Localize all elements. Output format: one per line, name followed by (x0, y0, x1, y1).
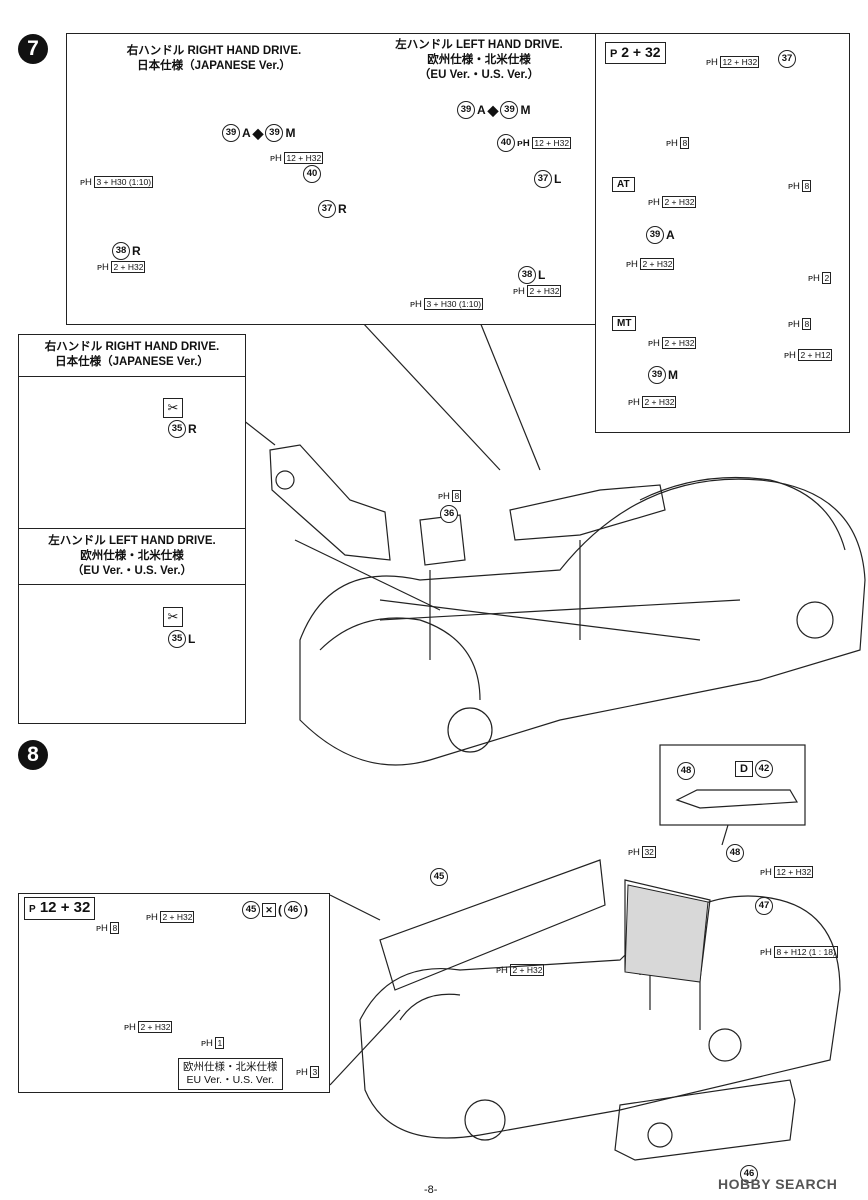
lhd-header-version-2: （EU Ver.・U.S. Ver.） (418, 69, 540, 81)
divider (18, 376, 246, 377)
paint-door-ph2-h32-b: ᴘH 2 + H32 (124, 1021, 173, 1033)
part-48-top: 48 (677, 762, 695, 780)
divider (18, 584, 246, 585)
paint-ph12-h32: ᴘH 12 + H32 (270, 152, 324, 164)
divider (18, 528, 246, 529)
watermark: HOBBY SEARCH (718, 1176, 838, 1192)
part-46-label: 46 (740, 1165, 758, 1183)
paint-mt-ph2-h12: ᴘH 2 + H12 (784, 349, 833, 361)
paint-at-ph8: ᴘH 8 (788, 180, 812, 192)
paint-seat-ph32: ᴘH 32 (628, 846, 656, 858)
paint-shifter-ph8: ᴘH 8 (666, 137, 690, 149)
paint-chassis8-ph2-h32: ᴘH 2 + H32 (496, 964, 545, 976)
part-45-46-label: 45✕(46) (242, 901, 308, 919)
page-number: -8- (424, 1184, 438, 1196)
part-47-label: 47 (755, 897, 773, 915)
paint-at-ph2-h32-b: ᴘH 2 + H32 (626, 258, 675, 270)
door-paint-box: P 12 + 32 (24, 897, 96, 920)
lhd-header: 左ハンドル LEFT HAND DRIVE. 欧州仕様・北米仕様 （EU Ver… (362, 38, 596, 83)
crossmember-panel (18, 334, 246, 724)
rhd-header: 右ハンドル RIGHT HAND DRIVE. 日本仕様（JAPANESE Ve… (66, 44, 362, 74)
step-number-7: 7 (18, 34, 48, 64)
part-48-label: 48 (726, 844, 744, 862)
paint-ph2-h32: ᴘH 2 + H32 (97, 261, 146, 273)
eu-note-paint: ᴘH 3 (296, 1066, 320, 1078)
shifter-paint-box: P 2 + 32 (605, 42, 666, 64)
paint-door-ph1: ᴘH 1 (201, 1037, 225, 1049)
shifter-panel (595, 33, 850, 433)
paint-seat-ph12-h32: ᴘH 12 + H32 (760, 866, 814, 878)
paint-ph3-h30-lhd: ᴘH 3 + H30 (1:10) (410, 298, 484, 310)
paint-chassis-ph8: ᴘH 8 (438, 490, 462, 502)
paint-icon: P (29, 904, 36, 915)
rhd-side-header: 右ハンドル RIGHT HAND DRIVE. 日本仕様（JAPANESE Ve… (44, 341, 220, 368)
cement-icon: ✕ (262, 903, 276, 917)
paint-at-ph2-h32: ᴘH 2 + H32 (648, 196, 697, 208)
eu-note: 欧州仕様・北米仕様 EU Ver.・U.S. Ver. (178, 1058, 283, 1090)
part-36-label: 36 (440, 505, 458, 523)
swap-icon: ◆ (487, 101, 499, 118)
mt-label: MT (612, 316, 637, 331)
lhd-header-title: 左ハンドル LEFT HAND DRIVE. (395, 39, 563, 51)
rhd-header-title: 右ハンドル RIGHT HAND DRIVE. (126, 45, 302, 57)
paint-door-ph8: ᴘH 8 (96, 922, 120, 934)
part-40-label: 40 (303, 165, 321, 183)
step7-detail-panel (66, 33, 596, 325)
paint-ph2-h32-lhd: ᴘH 2 + H32 (513, 285, 562, 297)
paint-icon: P (610, 48, 618, 60)
step-number-8: 8 (18, 740, 48, 770)
paint-ph12-h32-lhd: ᴘH 12 + H32 (517, 136, 572, 149)
paint-mt-ph2-h32: ᴘH 2 + H32 (648, 337, 697, 349)
paint-mt-ph2-h32-b: ᴘH 2 + H32 (628, 396, 677, 408)
cement-icon: ✂ (163, 398, 183, 418)
rhd-header-version: 日本仕様（JAPANESE Ver.） (137, 60, 291, 72)
swap-icon: ◆ (252, 124, 264, 141)
part-45-label: 45 (430, 868, 448, 886)
lhd-header-version: 欧州仕様・北米仕様 (427, 54, 531, 66)
cement-icon: ✂ (163, 607, 183, 627)
paint-door-ph2-h32: ᴘH 2 + H32 (146, 911, 195, 923)
lhd-side-header: 左ハンドル LEFT HAND DRIVE. 欧州仕様・北米仕様 （EU Ver… (48, 535, 216, 577)
at-label: AT (612, 177, 635, 192)
part-37-shifter: 37 (778, 50, 796, 68)
paint-at-ph2: ᴘH 2 (808, 272, 832, 284)
paint-seat-ph8-h12: ᴘH 8 + H12 (1 : 18) (760, 946, 838, 958)
paint-shifter-ph12: ᴘH 12 + H32 (706, 56, 760, 68)
paint-mt-ph8: ᴘH 8 (788, 318, 812, 330)
paint-ph3-h30: ᴘH 3 + H30 (1:10) (80, 176, 154, 188)
